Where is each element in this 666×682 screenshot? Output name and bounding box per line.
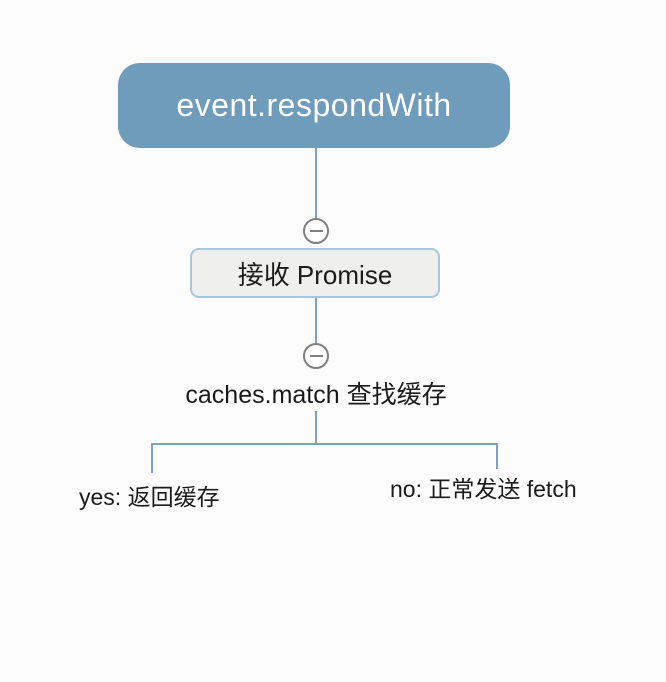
connector-branch-bar <box>151 443 498 445</box>
collapse-button-level3[interactable] <box>303 343 329 369</box>
connector-root-to-level2 <box>315 148 317 219</box>
connector-branch-yes <box>151 443 153 473</box>
minus-circle-icon <box>309 355 323 357</box>
minus-circle-icon <box>309 230 323 232</box>
connector-branch-no <box>496 443 498 469</box>
node-caches-match[interactable]: caches.match 查找缓存 <box>185 381 447 409</box>
connector-level2-to-level3 <box>315 298 317 343</box>
connector-level3-to-branches <box>315 411 317 443</box>
node-event-respondwith[interactable]: event.respondWith <box>118 63 510 148</box>
node-no-send-fetch[interactable]: no: 正常发送 fetch <box>390 476 577 502</box>
node-yes-return-cache[interactable]: yes: 返回缓存 <box>79 484 220 510</box>
node-receive-promise[interactable]: 接收 Promise <box>190 248 440 298</box>
collapse-button-level2[interactable] <box>303 218 329 244</box>
